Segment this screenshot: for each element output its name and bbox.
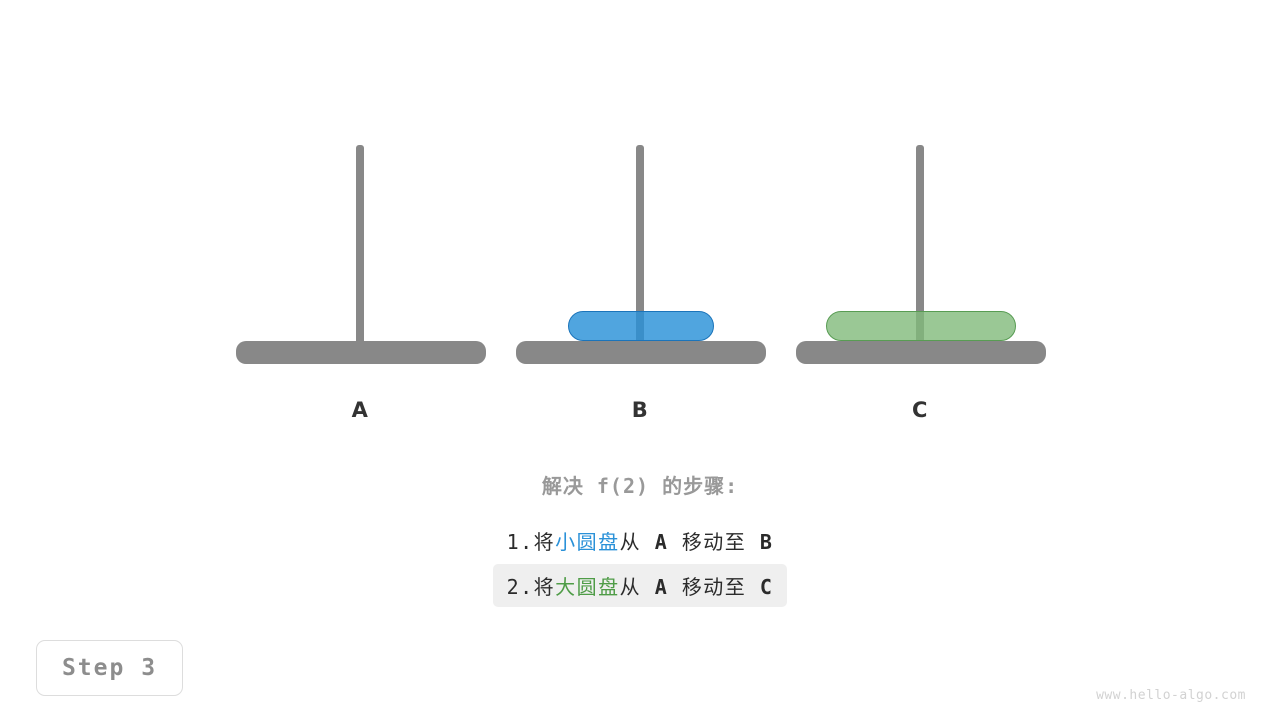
peg-base-c	[796, 341, 1046, 364]
step-badge: Step 3	[36, 640, 183, 696]
tower-c: C	[790, 0, 1050, 440]
step-item-1: 1.将小圆盘从 A 移动至 B	[493, 519, 788, 562]
step-1-from-peg: A	[654, 530, 669, 554]
peg-label-a: A	[351, 398, 369, 422]
tower-a: A	[230, 0, 490, 440]
disc-small-on-b	[568, 311, 714, 341]
step-2-to-peg: C	[759, 575, 774, 599]
step-2-from-word: 从	[619, 575, 642, 599]
step-2-index: 2.	[506, 575, 534, 599]
peg-base-a	[236, 341, 486, 364]
step-item-2: 2.将大圆盘从 A 移动至 C	[492, 564, 788, 607]
step-1-to-peg: B	[759, 530, 774, 554]
watermark: www.hello-algo.com	[1096, 688, 1246, 703]
step-1-from-word: 从	[619, 530, 642, 554]
peg-stem-a	[356, 145, 364, 353]
step-1-move-word: 移动至	[681, 530, 747, 554]
peg-label-c: C	[912, 398, 928, 422]
peg-base-b	[516, 341, 766, 364]
caption-block: 解决 f(2) 的步骤: 1.将小圆盘从 A 移动至 B 2.将大圆盘从 A 移…	[0, 470, 1280, 609]
step-2-verb: 将	[533, 575, 556, 599]
tower-b: B	[510, 0, 770, 440]
disc-large-on-c	[826, 311, 1016, 341]
step-2-disc: 大圆盘	[555, 575, 620, 599]
step-list: 1.将小圆盘从 A 移动至 B 2.将大圆盘从 A 移动至 C	[0, 519, 1280, 609]
step-1-verb: 将	[533, 530, 556, 554]
peg-label-b: B	[631, 398, 649, 422]
peg-stem-c	[916, 145, 924, 353]
step-1-index: 1.	[506, 530, 534, 554]
peg-stem-b	[636, 145, 644, 353]
step-badge-label: Step 3	[61, 655, 158, 681]
step-1-disc: 小圆盘	[555, 530, 620, 554]
caption-title: 解决 f(2) 的步骤:	[541, 474, 739, 498]
step-2-move-word: 移动至	[681, 575, 747, 599]
step-2-from-peg: A	[654, 575, 669, 599]
